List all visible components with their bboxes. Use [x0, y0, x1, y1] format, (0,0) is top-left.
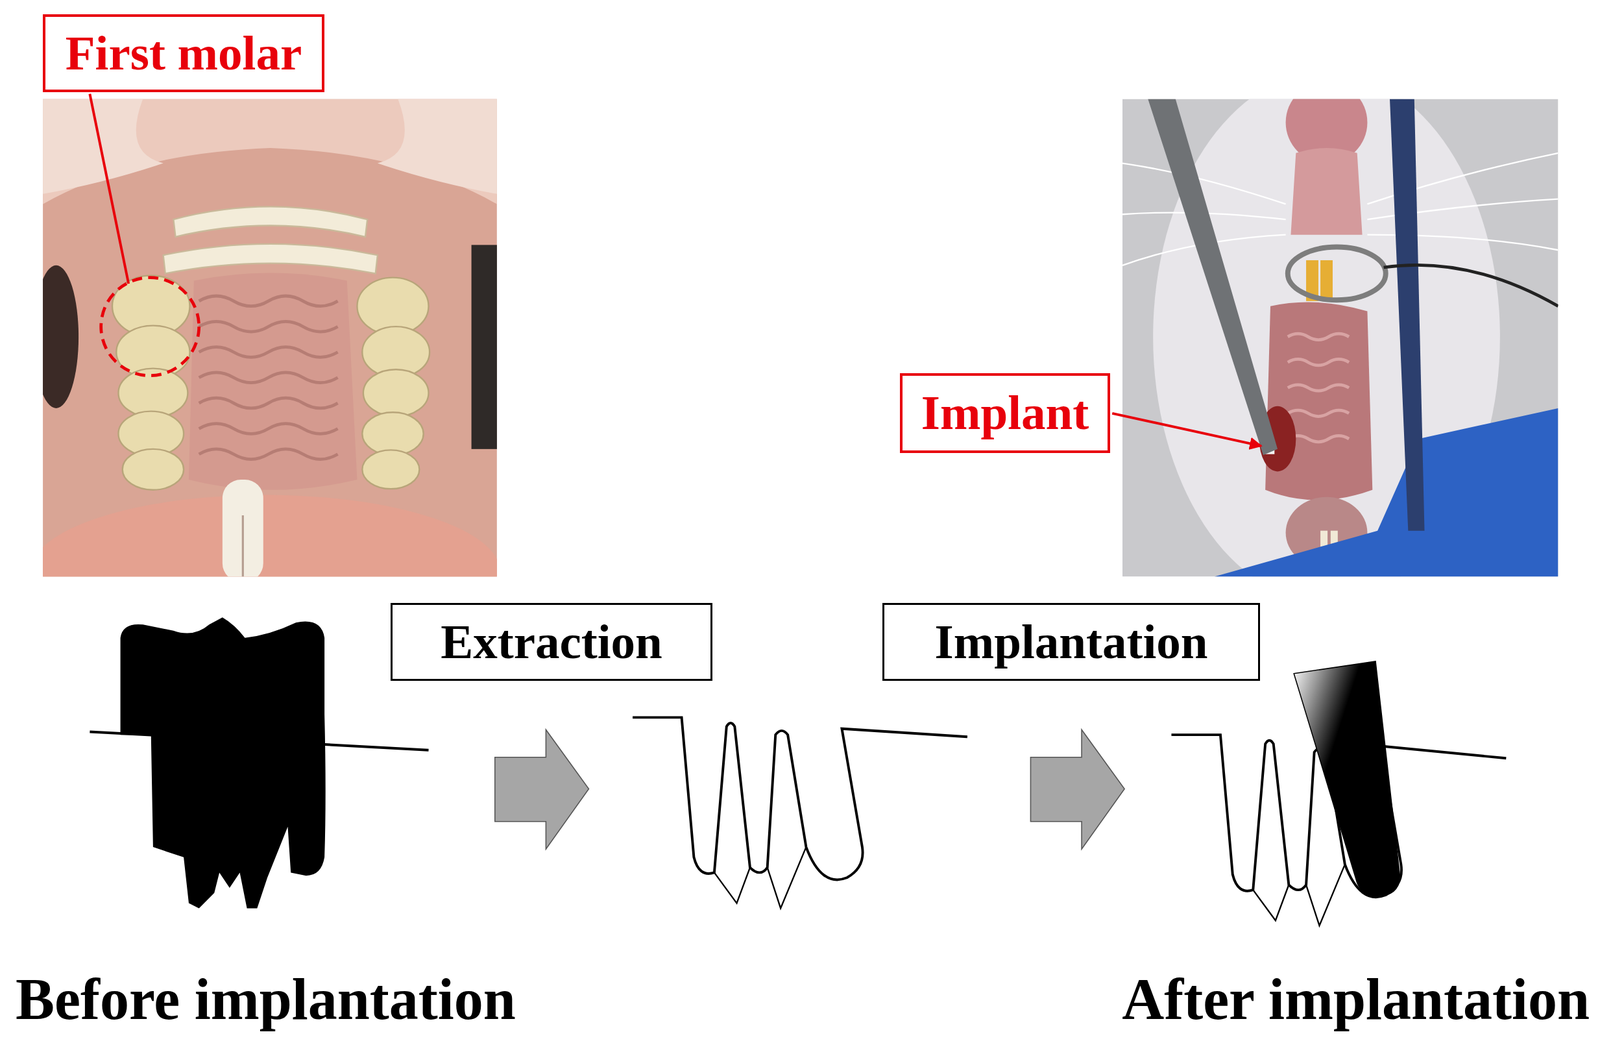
empty-socket-part: [632, 716, 968, 880]
palatal-ridges-part: [199, 321, 339, 332]
implant-schematic: [1293, 661, 1401, 897]
palatal-ridges: [199, 295, 339, 460]
molars-part: [362, 412, 424, 455]
oral-photo-part: [222, 479, 264, 577]
empty-socket-part: [714, 867, 751, 904]
dashed-circle: [101, 277, 200, 376]
palatal-ridges-part: [199, 295, 339, 307]
oral-photo-part: [42, 99, 497, 205]
oral-photo-part: [163, 243, 378, 274]
oral-photo-part: [188, 273, 357, 490]
oral-photo-part: [173, 206, 368, 237]
box-label: Implant: [921, 386, 1089, 440]
surgery-photo-part: [1383, 264, 1559, 306]
palatal-ridges-part: [199, 423, 339, 435]
box-label: Extraction: [440, 615, 663, 669]
box-label: Implantation: [934, 615, 1209, 669]
palatal-ridges-part: [199, 397, 339, 409]
step-box: Implantation: [882, 602, 1261, 681]
surgery-photo: [1122, 99, 1559, 577]
palatal-ridges-part: [1287, 358, 1349, 365]
palatal-ridges-part: [1287, 384, 1349, 391]
oral-photo-part: [377, 99, 497, 194]
surgery-photo-part: [1287, 247, 1386, 301]
surgery-photo-part: [1290, 147, 1362, 235]
empty-socket-part: [767, 846, 807, 908]
palatal-ridges-part: [1287, 435, 1349, 442]
oral-photo-part: [42, 99, 164, 194]
leader-line: [89, 94, 129, 284]
molars: [112, 275, 430, 490]
socket-with-implant-part: [1306, 864, 1346, 926]
oral-photo: [42, 99, 497, 577]
callout-box: Implant: [899, 373, 1111, 453]
palatal-ridges-part: [1287, 333, 1349, 340]
palatal-ridges-part: [1287, 410, 1349, 416]
tooth-silhouette: [120, 617, 326, 908]
molars-part: [363, 369, 429, 416]
callout-box: First molar: [42, 14, 325, 93]
palatal-ridges-part: [199, 347, 339, 358]
palatal-ridges-part: [199, 372, 339, 383]
oral-photo-part: [471, 244, 497, 449]
panel-caption: Before implantation: [15, 966, 516, 1031]
pointer-arrow: [1112, 413, 1262, 446]
process-arrow: [1030, 729, 1125, 849]
process-arrow: [495, 729, 590, 849]
palatal-ridges-part: [199, 448, 339, 460]
box-label: First molar: [65, 26, 302, 81]
palatal-ridges: [1287, 333, 1349, 442]
oral-photo-part: [242, 515, 244, 577]
surgery-photo-part: [1147, 99, 1278, 456]
molars-part: [362, 449, 420, 489]
surgery-photo-part: [1320, 260, 1333, 302]
empty-socket: [632, 716, 968, 908]
surgery-photo-part: [1389, 99, 1425, 531]
oral-photo-part: [42, 495, 497, 577]
step-box: Extraction: [390, 602, 713, 681]
panel-caption: After implantation: [1121, 966, 1590, 1031]
oral-photo-part: [42, 265, 79, 409]
molars-part: [122, 448, 184, 490]
socket-with-implant-part: [1252, 884, 1289, 921]
